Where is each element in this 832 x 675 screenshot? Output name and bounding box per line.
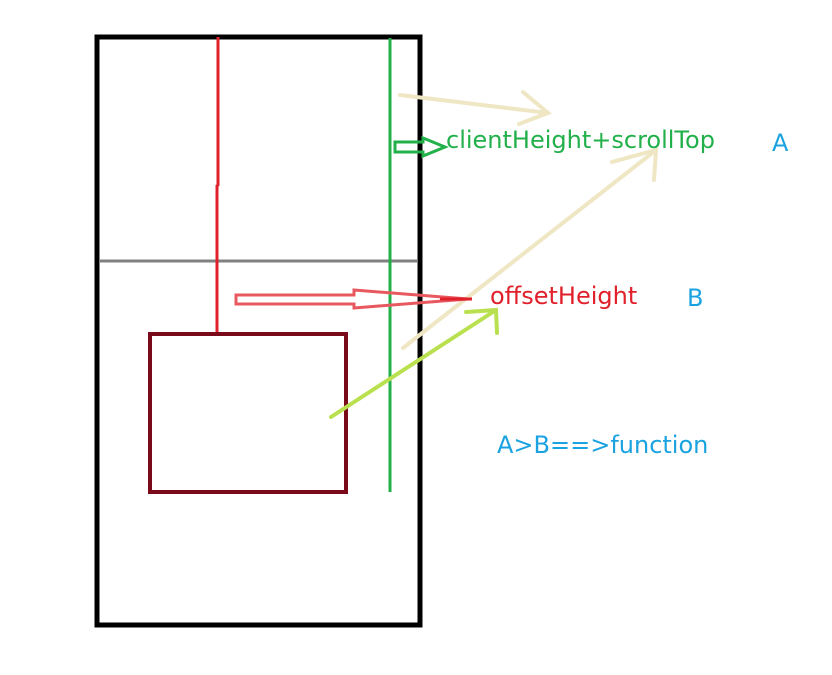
label-b: B xyxy=(687,284,704,312)
cream-arrow-diagonal xyxy=(401,147,659,350)
offset-height-label: offsetHeight xyxy=(490,282,638,310)
red-vertical-line xyxy=(215,37,220,333)
target-element-box xyxy=(148,332,348,494)
outer-frame xyxy=(94,34,423,628)
client-height-scroll-top-label: clientHeight+scrollTop xyxy=(446,126,715,154)
formula-label: A>B==>function xyxy=(497,431,709,459)
label-a: A xyxy=(772,129,789,157)
red-hollow-arrow xyxy=(234,288,469,310)
lime-arrow xyxy=(329,307,499,419)
green-hollow-arrow xyxy=(393,135,449,159)
cream-arrow-top xyxy=(398,90,552,126)
